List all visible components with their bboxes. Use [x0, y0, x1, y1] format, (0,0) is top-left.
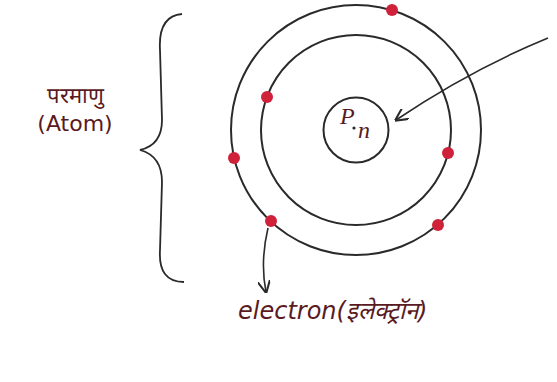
- electron-leader: [263, 228, 268, 292]
- nucleus-circle: Pn: [322, 96, 390, 164]
- atom-brace: [140, 14, 184, 282]
- atom-label: परमाणु (Atom): [12, 82, 138, 137]
- electron-label: electron(इलेक्ट्रॉन): [238, 296, 427, 326]
- electron-dot: [261, 91, 273, 103]
- electron-dot: [432, 219, 444, 231]
- electron-dot: [228, 152, 240, 164]
- particle-label: n: [358, 118, 370, 142]
- inner-orbit: [261, 35, 451, 225]
- nucleus-outline: [322, 96, 390, 164]
- outer-orbit: [231, 5, 481, 255]
- particle-label: P: [340, 104, 355, 128]
- nucleus-ring: [324, 98, 389, 163]
- electron-dot: [442, 147, 454, 159]
- electron-dot: [386, 4, 398, 16]
- electrons: [228, 4, 454, 231]
- electron-dot: [265, 215, 277, 227]
- nucleus-pointer: [396, 38, 548, 120]
